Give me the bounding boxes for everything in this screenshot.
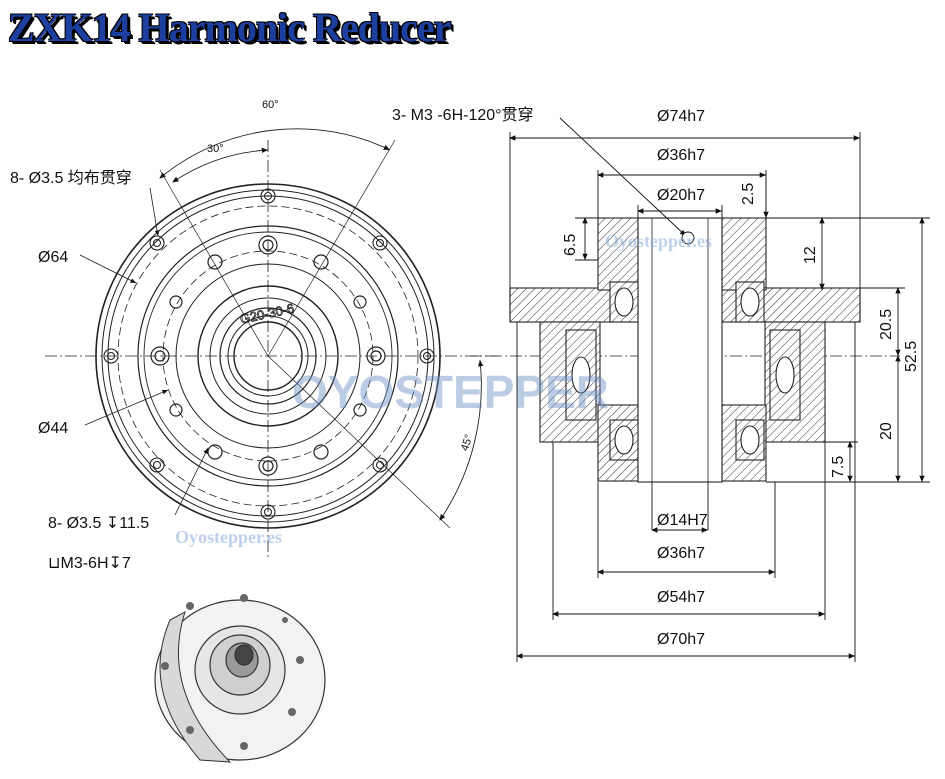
front-view xyxy=(45,128,500,560)
engraving-text: G20-30-6 xyxy=(239,301,296,327)
central-bore xyxy=(637,217,723,483)
watermark-large: OYOSTEPPER xyxy=(292,366,609,418)
section-dimensions xyxy=(509,117,930,662)
dia-70-label: Ø70h7 xyxy=(657,631,705,648)
top-hub-left xyxy=(597,217,639,291)
page-title: ZXK14 Harmonic Reducer xyxy=(8,5,451,50)
dia-20-label: Ø20h7 xyxy=(657,187,705,204)
angle-60-label: 60° xyxy=(262,99,279,111)
inner-hole-ring xyxy=(150,235,386,476)
angle-60-arc xyxy=(159,128,391,179)
dia-74-label: Ø74h7 xyxy=(657,108,705,125)
dia-36-bottom-label: Ø36h7 xyxy=(657,545,705,562)
thread-top-label: 3- M3 -6H-120°贯穿 xyxy=(392,106,534,124)
top-right-flange xyxy=(699,287,861,323)
watermark-small-bottom: Oyostepper.es xyxy=(175,527,282,547)
dim-2-5-label: 2.5 xyxy=(740,183,757,205)
dim-6-5-label: 6.5 xyxy=(562,234,579,256)
dia-44-label: Ø44 xyxy=(38,420,68,437)
dim-52-5-label: 52.5 xyxy=(903,341,920,372)
dia-64-label: Ø64 xyxy=(38,249,68,266)
dia-14-label: Ø14H7 xyxy=(657,512,708,529)
dim-20-5-label: 20.5 xyxy=(878,309,895,340)
dim-12-label: 12 xyxy=(802,246,819,264)
isometric-product-view xyxy=(154,594,326,763)
angle-30-arc xyxy=(172,147,269,183)
dia-36-top-label: Ø36h7 xyxy=(657,147,705,164)
holes-through-label: 8- Ø3.5 均布贯穿 xyxy=(10,169,132,187)
top-hub-right xyxy=(721,217,767,291)
outer-flange-circle xyxy=(95,183,441,529)
dim-20-label: 20 xyxy=(878,422,895,440)
dia-54-label: Ø54h7 xyxy=(657,589,705,606)
thread-note-label: ⊔M3-6H↧7 xyxy=(48,555,131,572)
angle-30-label: 30° xyxy=(207,143,224,155)
section-view xyxy=(470,217,900,483)
outer-hole-ring xyxy=(103,188,435,520)
pcd-44-circle xyxy=(162,250,374,462)
angle-45-label: 45° xyxy=(459,433,476,453)
angle-45-arc xyxy=(439,359,484,521)
dim-7-5-label: 7.5 xyxy=(830,456,847,478)
watermark-small-top: Oyostepper.es xyxy=(605,231,712,251)
holes-depth-label: 8- Ø3.5 ↧11.5 xyxy=(48,515,149,532)
bearings xyxy=(565,281,801,461)
center-bore xyxy=(233,321,303,391)
